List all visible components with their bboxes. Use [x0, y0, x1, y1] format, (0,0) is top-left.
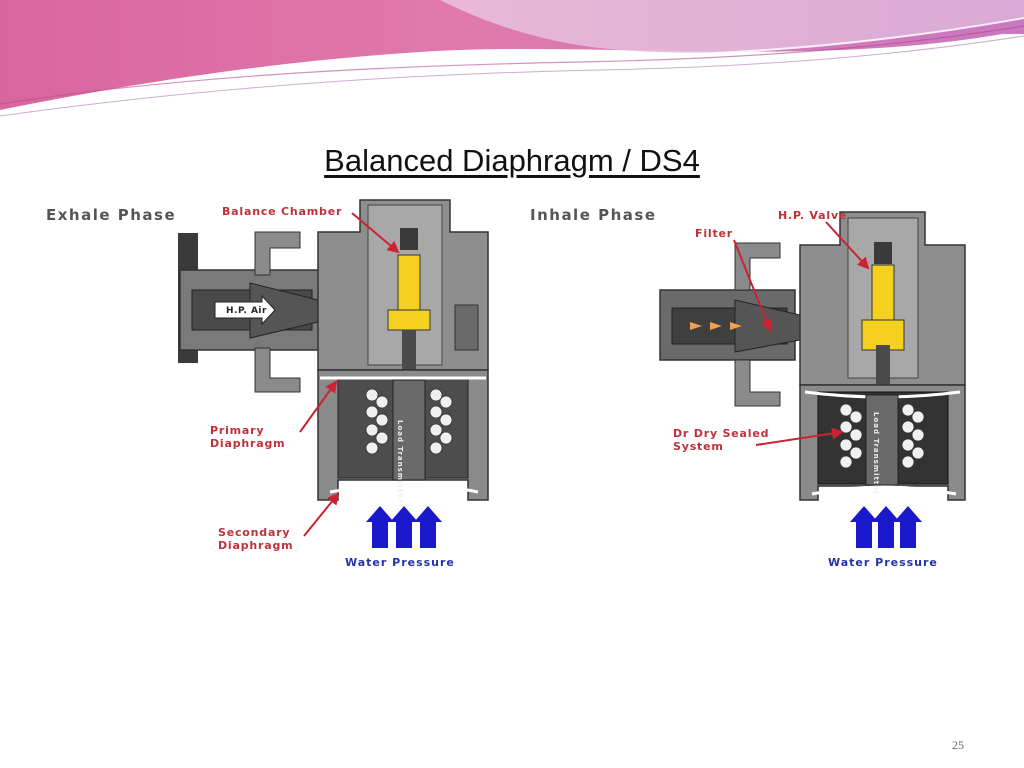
inhale-water-pressure-label: Water Pressure: [828, 556, 938, 569]
hp-valve-label: H.P. Valve: [778, 209, 848, 222]
exhale-phase-label: Exhale Phase: [46, 206, 177, 224]
slide-title: Balanced Diaphragm / DS4: [324, 143, 700, 178]
hp-air-label: H.P. Air: [226, 306, 267, 316]
leader-lines: [299, 212, 870, 537]
primary-diaphragm-label: Primary Diaphragm: [210, 424, 286, 450]
exhale-regulator-diagram: [178, 199, 489, 501]
water-pressure-arrows: [366, 506, 922, 548]
page-number: 25: [952, 738, 964, 752]
balance-chamber-label: Balance Chamber: [222, 205, 343, 218]
filter-label: Filter: [695, 227, 733, 240]
exhale-water-pressure-label: Water Pressure: [345, 556, 455, 569]
inhale-phase-label: Inhale Phase: [530, 206, 657, 224]
inhale-regulator-diagram: [659, 211, 966, 501]
inhale-load-transmitter-label: Load Transmitter: [872, 412, 880, 496]
secondary-diaphragm-label: Secondary Diaphragm: [218, 526, 294, 552]
dry-sealed-system-label: Dr Dry Sealed System: [673, 427, 770, 453]
header-wave-decoration: [0, 0, 1024, 117]
exhale-load-transmitter-label: Load Transmitter: [396, 420, 404, 504]
